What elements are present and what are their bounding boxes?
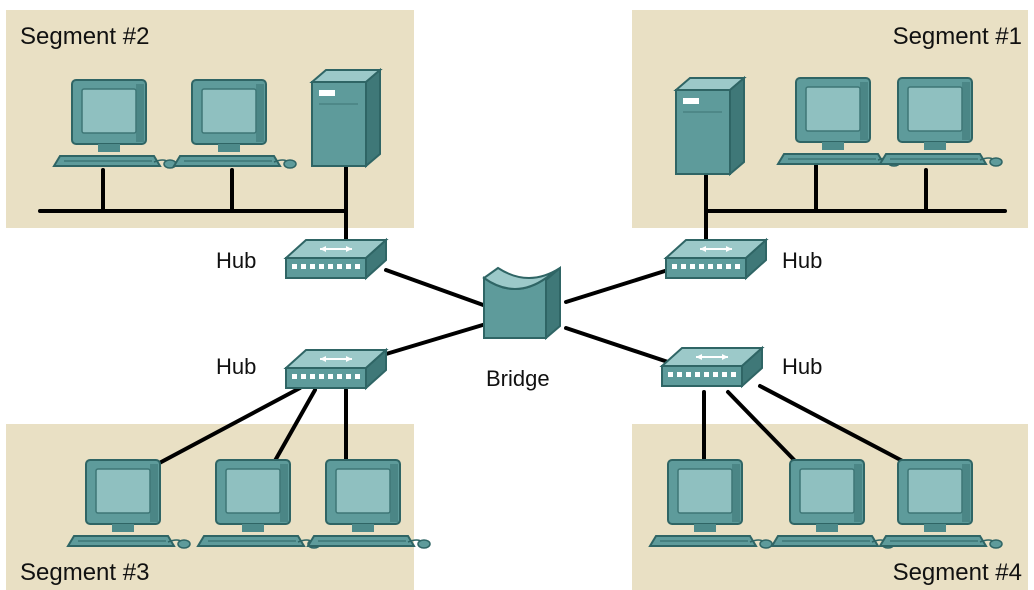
link-hub1-bridge — [564, 268, 670, 304]
segment-3-label: Segment #3 — [20, 559, 149, 586]
bridge-label: Bridge — [486, 366, 550, 391]
link-hub3-pc1 — [148, 386, 302, 470]
segment-1-server-icon — [675, 77, 745, 175]
link-hub3-bridge — [384, 322, 488, 356]
network-links — [38, 160, 1007, 470]
link-hub4-pc3 — [758, 384, 914, 468]
segment-2-server-icon — [311, 69, 381, 167]
bridge-icon — [482, 265, 561, 341]
segment-3-hub-label: Hub — [216, 354, 256, 379]
segment-3-hub-icon — [285, 349, 387, 389]
segment-4-hub-icon — [661, 347, 763, 387]
link-hub4-pc2 — [726, 390, 802, 468]
link-hub4-bridge — [564, 326, 670, 364]
segment-1-label: Segment #1 — [893, 23, 1022, 50]
link-hub3-pc2 — [270, 388, 317, 468]
link-hub2-bridge — [384, 268, 488, 308]
segment-2-hub-icon — [285, 239, 387, 279]
segment-1-hub-icon — [665, 239, 767, 279]
segment-2-label: Segment #2 — [20, 23, 149, 50]
segment-4-hub-label: Hub — [782, 354, 822, 379]
segment-4-label: Segment #4 — [893, 559, 1022, 586]
segment-1-hub-label: Hub — [782, 248, 822, 273]
segment-2-hub-label: Hub — [216, 248, 256, 273]
